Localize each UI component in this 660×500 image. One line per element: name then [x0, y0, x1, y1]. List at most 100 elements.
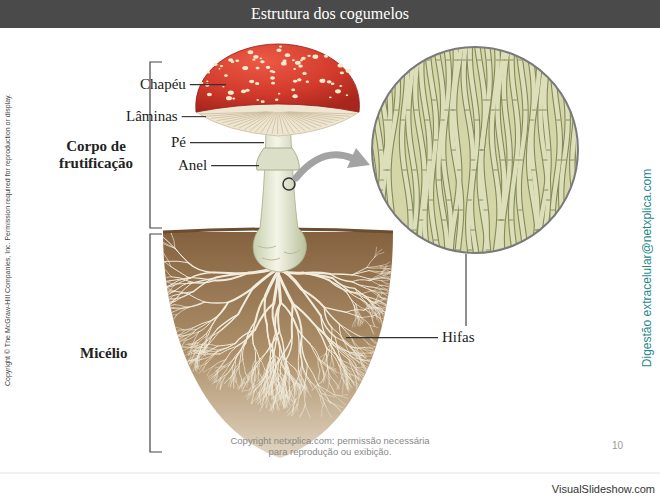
root-strand	[186, 330, 196, 339]
root-strand	[233, 379, 234, 389]
root-strand	[272, 384, 273, 397]
septum	[546, 150, 550, 151]
hypha-wall	[578, 40, 587, 260]
septum	[479, 150, 483, 151]
root-strand	[385, 306, 397, 310]
root-strand	[339, 324, 355, 334]
ring	[256, 148, 299, 170]
root-strand	[160, 266, 171, 277]
septum	[543, 60, 547, 61]
root-strand	[158, 307, 171, 309]
root-strand	[141, 280, 154, 283]
septum	[546, 200, 550, 201]
root-strand	[375, 311, 383, 315]
root-strand	[188, 302, 205, 308]
root-strand	[272, 303, 276, 334]
root-strand	[213, 360, 226, 367]
label-holder: Lâminas	[126, 108, 178, 125]
cap-spot	[339, 85, 342, 87]
root-strand	[380, 285, 390, 287]
gill-line	[250, 112, 274, 131]
root-strand	[355, 376, 358, 389]
root-strand	[158, 305, 166, 314]
root-strand	[148, 275, 160, 279]
root-strand	[259, 376, 263, 385]
root-strand	[355, 318, 356, 327]
root-strand	[174, 278, 190, 285]
root-strand	[208, 371, 217, 377]
root-strand	[142, 283, 155, 285]
page-number: 10	[612, 440, 623, 452]
root-strand	[293, 304, 316, 326]
cap-spot	[248, 50, 254, 54]
root-strand	[299, 351, 302, 368]
root-strand	[149, 289, 160, 290]
root-strand	[161, 307, 168, 317]
septum	[471, 230, 475, 231]
root-strand	[233, 379, 235, 388]
root-strand	[166, 286, 174, 297]
cap-spot	[226, 96, 232, 100]
septum	[542, 110, 546, 111]
root-strand	[150, 301, 161, 302]
cap-spot	[206, 80, 208, 82]
root-strand	[150, 304, 162, 307]
septum	[375, 240, 379, 241]
root-strand	[380, 262, 390, 266]
septum	[394, 60, 398, 61]
root-strand	[218, 344, 236, 351]
septum	[472, 170, 476, 171]
root-strand	[228, 288, 253, 303]
septum	[380, 210, 384, 211]
label-holder: Anel	[178, 157, 207, 174]
root-strand	[230, 369, 235, 378]
root-strand	[344, 366, 351, 372]
root-strand	[330, 273, 352, 275]
root-strand	[238, 378, 244, 390]
septum	[411, 60, 415, 61]
root-strand	[234, 372, 237, 383]
root-strand	[203, 345, 206, 354]
septum	[432, 100, 436, 101]
septum	[523, 250, 527, 251]
root-strand	[329, 401, 341, 411]
septum	[501, 160, 505, 161]
septum	[566, 120, 570, 121]
root-strand	[350, 374, 360, 379]
root-strand	[302, 289, 321, 316]
septum	[427, 160, 431, 161]
root-strand	[363, 349, 372, 355]
leader-line	[190, 84, 226, 85]
septum	[475, 120, 479, 121]
root-strand	[285, 384, 287, 393]
footer-rule	[0, 473, 660, 474]
root-strand	[215, 366, 225, 368]
root-strand	[197, 333, 206, 340]
root-strand	[370, 338, 378, 346]
root-strand	[161, 242, 175, 249]
root-strand	[216, 273, 248, 278]
septum	[543, 160, 547, 161]
root-strand	[318, 359, 320, 371]
leader-line	[190, 142, 264, 143]
watermark: VisualSlideshow.com	[552, 483, 655, 496]
root-strand	[284, 368, 288, 376]
septum	[585, 220, 589, 221]
root-strand	[284, 380, 287, 395]
root-strand	[157, 300, 163, 309]
root-strand	[375, 313, 380, 323]
septum	[468, 60, 472, 61]
leader-line	[211, 165, 259, 166]
septum	[509, 220, 513, 221]
cap-spot	[285, 53, 290, 57]
septum	[484, 210, 488, 211]
hypha-wall	[511, 40, 518, 260]
root-strand	[298, 351, 300, 370]
root-strand	[194, 343, 198, 352]
septum	[371, 100, 375, 101]
root-strand	[368, 297, 381, 302]
septum	[578, 120, 582, 121]
part-label: Pé	[171, 134, 186, 151]
root-strand	[333, 278, 351, 292]
root-strand	[202, 352, 217, 359]
